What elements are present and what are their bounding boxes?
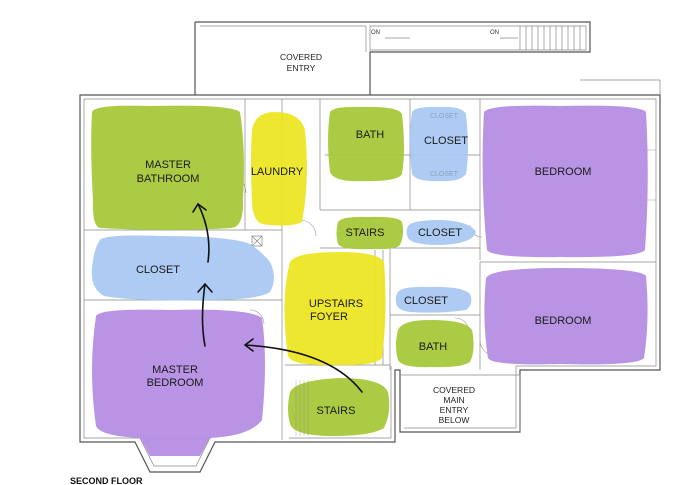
plan-caption: SECOND FLOOR	[70, 476, 143, 485]
upstairs-foyer-label-1: UPSTAIRS	[309, 298, 363, 310]
stairs-bottom-label: STAIRS	[317, 405, 356, 417]
main-entry-label-2: MAIN	[443, 395, 464, 405]
circulation-arrows	[192, 203, 363, 393]
master-closet-label: CLOSET	[136, 264, 180, 276]
closet-mid-label: CLOSET	[418, 227, 462, 239]
closet-top-fill	[410, 106, 468, 182]
bedroom-lower-fill	[484, 268, 648, 365]
covered-entry-label-1: COVERED	[280, 52, 322, 62]
main-entry-label-1: COVERED	[433, 385, 475, 395]
master-bedroom-label-2: BEDROOM	[147, 377, 204, 389]
closet-lower-label: CLOSET	[404, 295, 448, 307]
bedroom-top-label: BEDROOM	[535, 166, 592, 178]
closet-lower-fill	[395, 286, 472, 313]
covered-entry-structure	[194, 21, 591, 95]
bath-lower-fill	[396, 320, 474, 368]
main-entry-label-3: ENTRY	[440, 405, 469, 415]
master-bedroom-fill	[92, 309, 265, 456]
upstairs-foyer-fill	[284, 252, 386, 366]
laundry-label: LAUNDRY	[251, 166, 304, 178]
stairs-bottom-fill	[288, 378, 390, 436]
covered-entry-label-2: ENTRY	[287, 63, 316, 73]
master-bathroom-fill	[91, 105, 244, 230]
bedroom-lower-label: BEDROOM	[535, 315, 592, 327]
master-bathroom-label-2: BATHROOM	[137, 173, 200, 185]
closet-mid-fill	[406, 220, 476, 245]
closet-faint-label-1: CLOSET	[430, 113, 459, 120]
exterior-stair-treads	[369, 25, 587, 51]
master-closet-fill	[91, 235, 274, 301]
laundry-fill	[251, 112, 307, 226]
on-label-left: ON	[371, 30, 380, 36]
upstairs-foyer-label-2: FOYER	[310, 311, 348, 323]
stairs-mid-label: STAIRS	[346, 227, 385, 239]
bath-top-label: BATH	[356, 129, 385, 141]
on-label-right: ON	[490, 30, 499, 36]
closet-faint-label-2: CLOSET	[430, 171, 459, 178]
arrow-bedroom-to-closet	[201, 283, 206, 347]
master-bathroom-label-1: MASTER	[145, 159, 191, 171]
bath-top-fill	[328, 106, 404, 182]
bedroom-top-fill	[482, 105, 648, 258]
stairs-mid-fill	[336, 216, 404, 250]
main-entry-label-4: BELOW	[439, 415, 470, 425]
arrow-closet-to-bathroom	[197, 203, 210, 263]
master-bedroom-label-1: MASTER	[152, 364, 198, 376]
bath-lower-label: BATH	[419, 341, 448, 353]
closet-top-label: CLOSET	[424, 135, 468, 147]
arrow-stairs-to-bedroom	[244, 344, 363, 393]
